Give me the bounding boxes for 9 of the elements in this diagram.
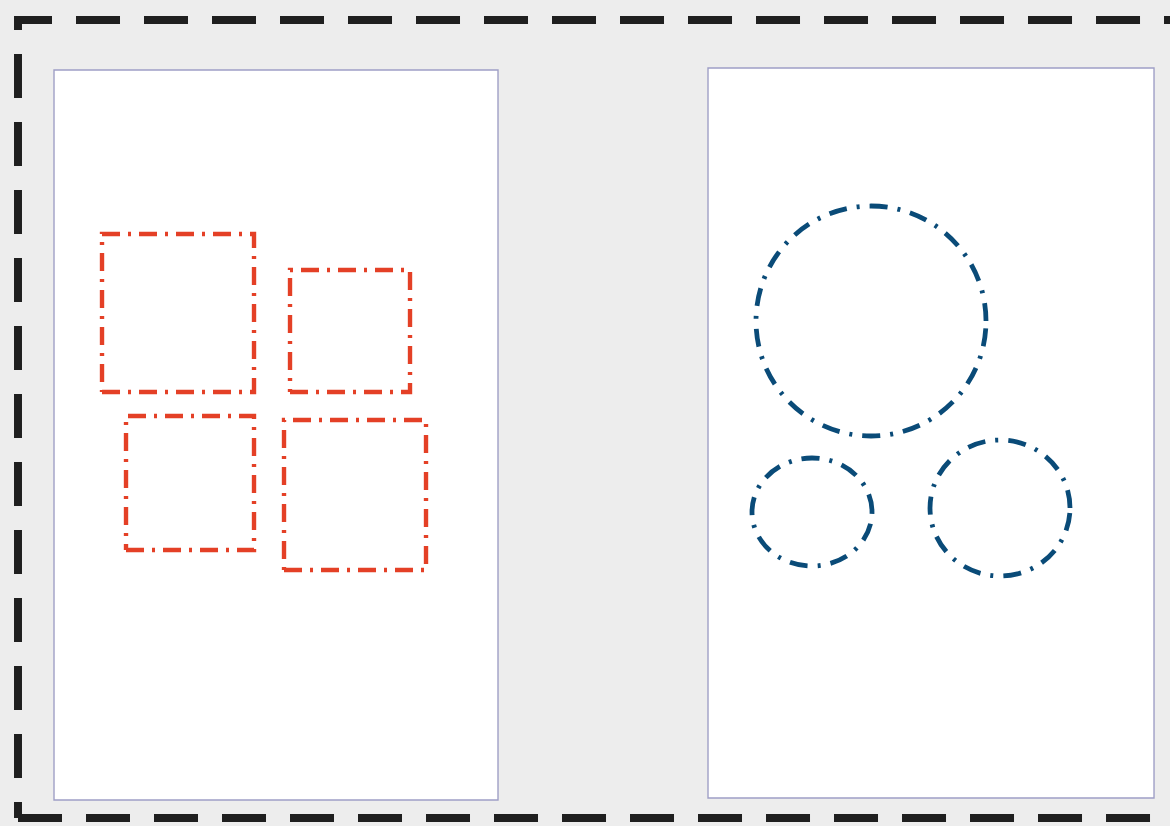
dash-dot-square <box>281 417 429 573</box>
dash-dot-square <box>99 231 257 395</box>
dash-dot-square <box>287 267 413 395</box>
dash-dot-circle <box>927 437 1073 579</box>
panel <box>53 69 499 801</box>
dash-dot-circle <box>753 203 989 439</box>
panel <box>707 67 1155 799</box>
dash-dot-circle <box>749 455 875 569</box>
dash-dot-square <box>123 413 257 553</box>
